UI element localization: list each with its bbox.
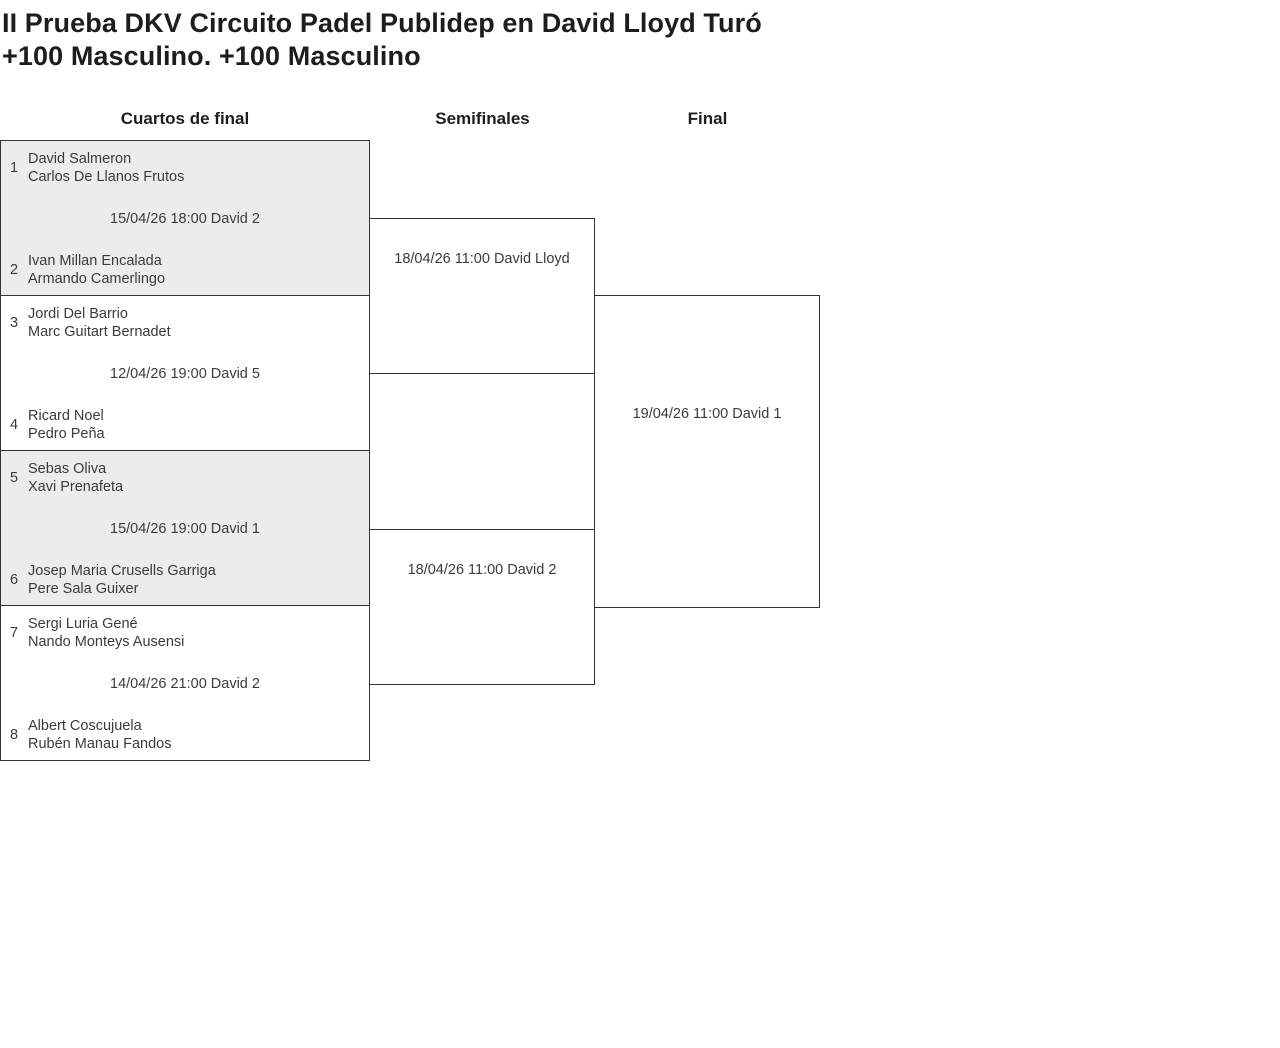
player-name: Pedro Peña bbox=[28, 426, 105, 442]
team-players: Sebas Oliva Xavi Prenafeta bbox=[28, 460, 361, 496]
seed-number: 8 bbox=[9, 727, 19, 743]
seed-number: 7 bbox=[9, 625, 19, 641]
team-players: Sergi Luria Gené Nando Monteys Ausensi bbox=[28, 615, 361, 651]
round-header-semifinales: Semifinales bbox=[435, 109, 530, 128]
team-seed-4: 4 Ricard Noel Pedro Peña bbox=[8, 407, 361, 443]
seed-number: 5 bbox=[9, 470, 19, 486]
match-schedule: 12/04/26 19:00 David 5 bbox=[110, 366, 260, 382]
semifinal-match-2: 18/04/26 11:00 David 2 bbox=[369, 529, 595, 685]
seed-number: 1 bbox=[9, 160, 19, 176]
quarterfinal-match-4: 7 Sergi Luria Gené Nando Monteys Ausensi… bbox=[0, 605, 370, 761]
team-seed-2: 2 Ivan Millan Encalada Armando Camerling… bbox=[8, 252, 361, 288]
player-name: Sebas Oliva bbox=[28, 461, 107, 477]
player-name: Albert Coscujuela bbox=[28, 718, 142, 734]
team-seed-5: 5 Sebas Oliva Xavi Prenafeta bbox=[8, 460, 361, 496]
final-match: 19/04/26 11:00 David 1 bbox=[594, 295, 820, 608]
team-seed-8: 8 Albert Coscujuela Rubén Manau Fandos bbox=[8, 717, 361, 753]
round-header-final: Final bbox=[687, 109, 728, 128]
round-header-cuartos-de-final: Cuartos de final bbox=[120, 109, 250, 128]
player-name: Jordi Del Barrio bbox=[28, 306, 128, 322]
quarterfinal-match-1: 1 David Salmeron Carlos De Llanos Frutos… bbox=[0, 140, 370, 296]
team-seed-6: 6 Josep Maria Crusells Garriga Pere Sala… bbox=[8, 562, 361, 598]
player-name: Ricard Noel bbox=[28, 408, 104, 424]
quarterfinal-match-2: 3 Jordi Del Barrio Marc Guitart Bernadet… bbox=[0, 295, 370, 451]
team-seed-3: 3 Jordi Del Barrio Marc Guitart Bernadet bbox=[8, 305, 361, 341]
player-name: Josep Maria Crusells Garriga bbox=[28, 563, 216, 579]
match-schedule: 18/04/26 11:00 David Lloyd bbox=[394, 251, 570, 267]
player-name: Xavi Prenafeta bbox=[28, 479, 124, 495]
match-schedule: 15/04/26 19:00 David 1 bbox=[110, 521, 260, 537]
team-players: Ricard Noel Pedro Peña bbox=[28, 407, 361, 443]
title-line-1: II Prueba DKV Circuito Padel Publidep en… bbox=[2, 8, 762, 38]
player-name: Carlos De Llanos Frutos bbox=[28, 169, 185, 185]
seed-number: 4 bbox=[9, 417, 19, 433]
team-seed-1: 1 David Salmeron Carlos De Llanos Frutos bbox=[8, 150, 361, 186]
seed-number: 6 bbox=[9, 572, 19, 588]
seed-number: 3 bbox=[9, 315, 19, 331]
title-line-2: +100 Masculino. +100 Masculino bbox=[2, 41, 421, 71]
page-title: II Prueba DKV Circuito Padel Publidep en… bbox=[2, 7, 762, 73]
team-players: Ivan Millan Encalada Armando Camerlingo bbox=[28, 252, 361, 288]
player-name: Nando Monteys Ausensi bbox=[28, 634, 185, 650]
team-players: Jordi Del Barrio Marc Guitart Bernadet bbox=[28, 305, 361, 341]
team-players: Albert Coscujuela Rubén Manau Fandos bbox=[28, 717, 361, 753]
player-name: Pere Sala Guixer bbox=[28, 581, 139, 597]
player-name: David Salmeron bbox=[28, 151, 132, 167]
team-players: David Salmeron Carlos De Llanos Frutos bbox=[28, 150, 361, 186]
match-schedule: 14/04/26 21:00 David 2 bbox=[110, 676, 260, 692]
player-name: Ivan Millan Encalada bbox=[28, 253, 162, 269]
player-name: Armando Camerlingo bbox=[28, 271, 166, 287]
semifinal-match-1: 18/04/26 11:00 David Lloyd bbox=[369, 218, 595, 374]
player-name: Marc Guitart Bernadet bbox=[28, 324, 171, 340]
match-schedule: 18/04/26 11:00 David 2 bbox=[407, 562, 557, 578]
player-name: Sergi Luria Gené bbox=[28, 616, 138, 632]
match-schedule: 19/04/26 11:00 David 1 bbox=[632, 406, 782, 422]
player-name: Rubén Manau Fandos bbox=[28, 736, 172, 752]
quarterfinal-match-3: 5 Sebas Oliva Xavi Prenafeta 15/04/26 19… bbox=[0, 450, 370, 606]
team-seed-7: 7 Sergi Luria Gené Nando Monteys Ausensi bbox=[8, 615, 361, 651]
seed-number: 2 bbox=[9, 262, 19, 278]
team-players: Josep Maria Crusells Garriga Pere Sala G… bbox=[28, 562, 361, 598]
match-schedule: 15/04/26 18:00 David 2 bbox=[110, 211, 260, 227]
tournament-bracket: Cuartos de final Semifinales Final 1 Dav… bbox=[0, 109, 820, 761]
